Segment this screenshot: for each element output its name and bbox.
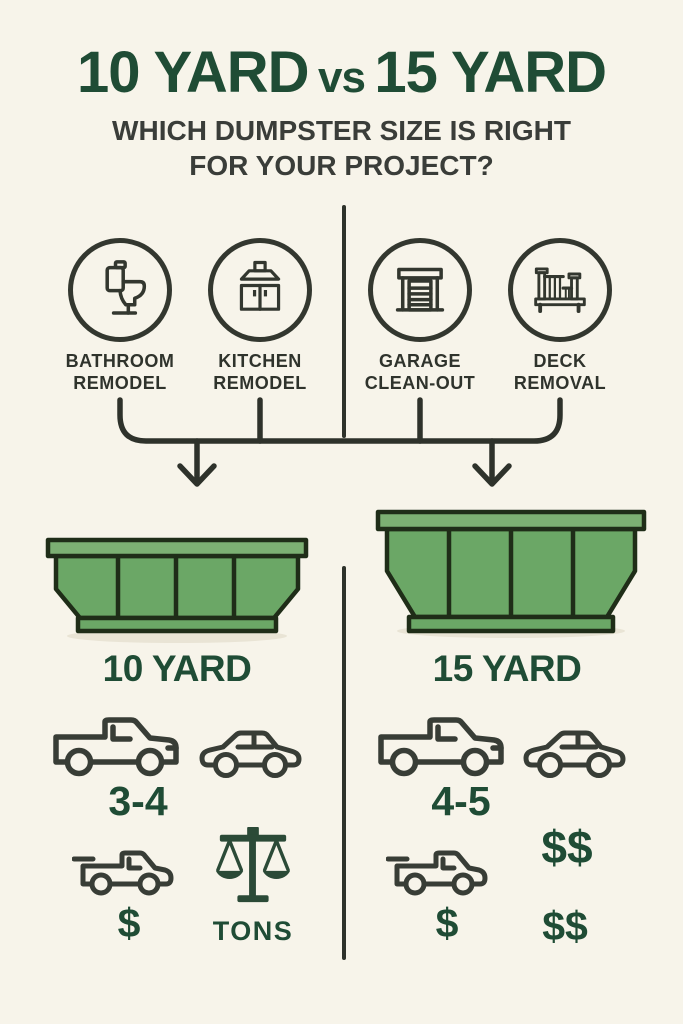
pickup-loads-count-10yd: 3-4 bbox=[108, 778, 168, 824]
bottom-center-divider bbox=[342, 566, 346, 960]
price-indicator-lower-15yd: $$ bbox=[542, 903, 588, 949]
branch-bracket-arrows bbox=[117, 397, 563, 487]
project-label: KITCHEN REMODEL bbox=[213, 351, 307, 393]
weight-scale-icon bbox=[214, 826, 292, 906]
weight-unit-label: TONS bbox=[212, 916, 294, 946]
title-left-size: 10 YARD bbox=[76, 40, 310, 105]
pickup-truck-icon bbox=[72, 845, 176, 897]
price-indicator-upper-15yd: $$ bbox=[541, 821, 593, 873]
project-kitchen-remodel: KITCHEN REMODEL bbox=[180, 238, 340, 394]
project-label: GARAGE CLEAN-OUT bbox=[364, 351, 476, 393]
title-vs: vs bbox=[318, 53, 366, 102]
deck-railing-icon bbox=[508, 238, 612, 342]
page-subtitle: WHICH DUMPSTER SIZE IS RIGHT FOR YOUR PR… bbox=[0, 113, 683, 183]
size-label-15-yard: 15 YARD bbox=[432, 648, 582, 689]
subtitle-line-2: FOR YOUR PROJECT? bbox=[189, 150, 494, 181]
page-title: 10 YARD vs 15 YARD bbox=[0, 44, 683, 102]
title-right-size: 15 YARD bbox=[374, 40, 607, 105]
pickup-truck-icon bbox=[375, 710, 509, 780]
top-center-divider bbox=[342, 205, 346, 438]
subtitle-line-1: WHICH DUMPSTER SIZE IS RIGHT bbox=[112, 115, 571, 146]
project-deck-removal: DECK REMOVAL bbox=[480, 238, 640, 394]
car-icon bbox=[198, 720, 304, 780]
car-icon bbox=[522, 720, 628, 780]
project-garage-clean-out: GARAGE CLEAN-OUT bbox=[340, 238, 500, 394]
size-label-10-yard: 10 YARD bbox=[102, 648, 252, 689]
cost-indicator-10yd: $ bbox=[117, 900, 141, 946]
project-bathroom-remodel: BATHROOM REMODEL bbox=[40, 238, 200, 394]
toilet-icon bbox=[68, 238, 172, 342]
cost-indicator-15yd: $ bbox=[435, 900, 459, 946]
pickup-truck-icon bbox=[386, 845, 490, 897]
dumpster-10-yard bbox=[45, 537, 309, 643]
pickup-truck-icon bbox=[50, 710, 184, 780]
kitchen-cabinet-icon bbox=[208, 238, 312, 342]
garage-door-icon bbox=[368, 238, 472, 342]
pickup-loads-count-15yd: 4-5 bbox=[431, 778, 491, 824]
project-label: BATHROOM REMODEL bbox=[65, 351, 175, 393]
project-label: DECK REMOVAL bbox=[513, 351, 607, 393]
dumpster-15-yard bbox=[375, 509, 647, 638]
